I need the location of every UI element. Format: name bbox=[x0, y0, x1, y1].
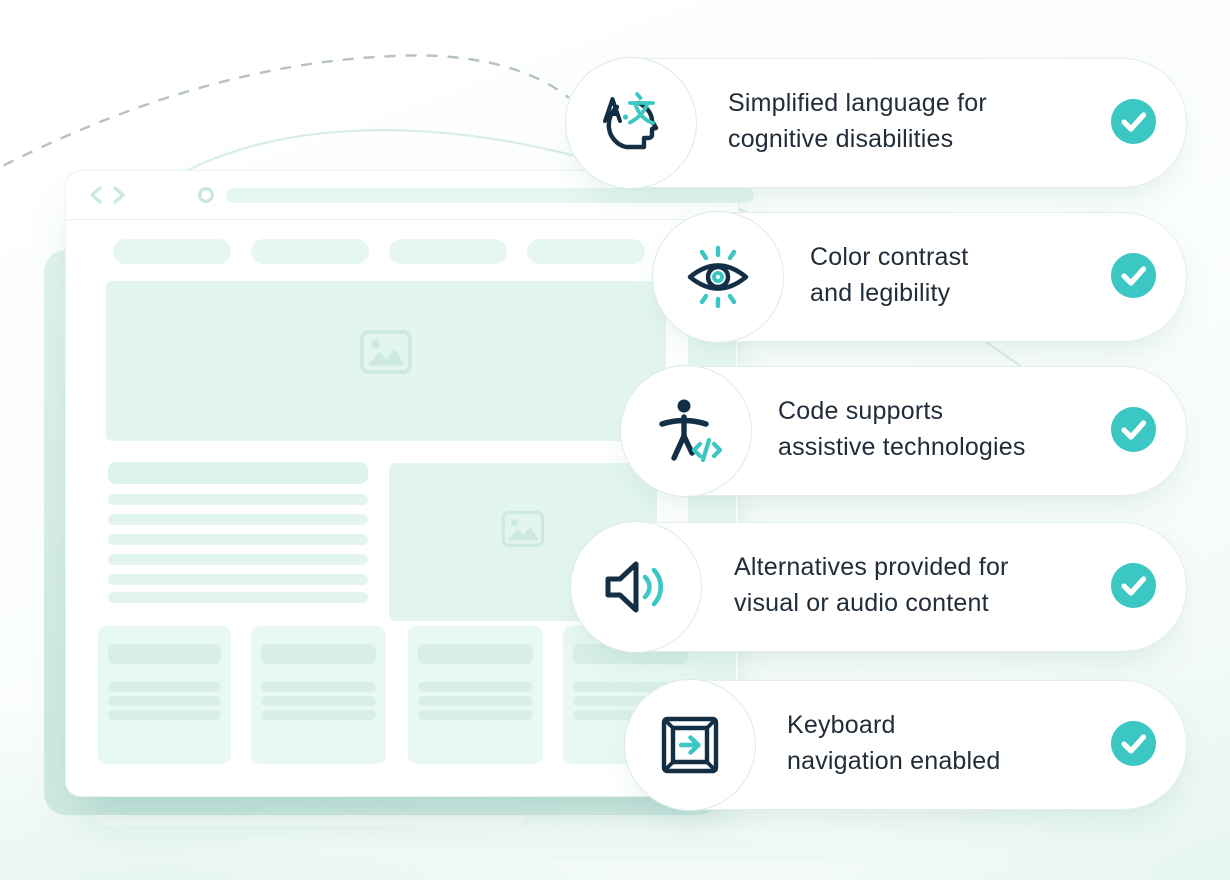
address-bar bbox=[226, 188, 754, 203]
feature-label-line1: Keyboard bbox=[787, 711, 896, 739]
feature-label-line2: navigation enabled bbox=[787, 747, 1001, 775]
feature-label: Simplified language for cognitive disabi… bbox=[728, 85, 987, 157]
card-placeholder bbox=[408, 626, 543, 764]
check-icon bbox=[1121, 420, 1147, 440]
text-line-placeholder bbox=[108, 514, 368, 525]
check-badge bbox=[1111, 407, 1156, 452]
check-badge bbox=[1111, 99, 1156, 144]
nav-placeholder bbox=[527, 239, 645, 264]
check-badge bbox=[1111, 721, 1156, 766]
dashed-arc bbox=[0, 54, 570, 169]
nav-placeholder bbox=[389, 239, 507, 264]
check-badge bbox=[1111, 253, 1156, 298]
text-line-placeholder bbox=[108, 592, 368, 603]
feature-label-line2: assistive technologies bbox=[778, 433, 1026, 461]
card-placeholder bbox=[98, 626, 231, 764]
check-icon bbox=[1121, 112, 1147, 132]
feature-label-line1: Color contrast bbox=[810, 243, 969, 271]
address-bar-area bbox=[131, 171, 754, 219]
check-badge bbox=[1111, 563, 1156, 608]
card-placeholder bbox=[251, 626, 386, 764]
feature-label: Code supports assistive technologies bbox=[778, 393, 1026, 465]
heading-placeholder bbox=[108, 462, 368, 484]
check-icon bbox=[1121, 734, 1147, 754]
nav-chevrons bbox=[90, 186, 125, 204]
browser-toolbar bbox=[66, 171, 754, 220]
feature-label-line2: visual or audio content bbox=[734, 589, 989, 617]
feature-label: Keyboard navigation enabled bbox=[787, 707, 1001, 779]
text-line-placeholder bbox=[108, 554, 368, 565]
image-placeholder-icon bbox=[360, 329, 412, 375]
feature-label-line2: and legibility bbox=[810, 279, 951, 307]
check-icon bbox=[1121, 576, 1147, 596]
feature-label-line2: cognitive disabilities bbox=[728, 125, 954, 153]
text-line-placeholder bbox=[108, 494, 368, 505]
text-line-placeholder bbox=[108, 534, 368, 545]
text-line-placeholder bbox=[108, 574, 368, 585]
image-placeholder-icon bbox=[501, 510, 545, 548]
feature-label-line1: Alternatives provided for bbox=[734, 553, 1009, 581]
nav-placeholder bbox=[113, 239, 231, 264]
nav-placeholder bbox=[251, 239, 369, 264]
translate-head-icon bbox=[603, 92, 659, 150]
background-stripe bbox=[240, 838, 880, 862]
forward-chevron-icon bbox=[113, 186, 125, 204]
feature-label: Alternatives provided for visual or audi… bbox=[734, 549, 1009, 621]
feature-label-line1: Code supports bbox=[778, 397, 944, 425]
browser-mockup bbox=[65, 170, 754, 797]
feature-label-line1: Simplified language for bbox=[728, 89, 987, 117]
back-chevron-icon bbox=[90, 186, 102, 204]
feature-pill bbox=[567, 58, 1187, 188]
feature-label: Color contrast and legibility bbox=[810, 239, 968, 311]
card-placeholder bbox=[563, 626, 698, 764]
check-icon bbox=[1121, 266, 1147, 286]
